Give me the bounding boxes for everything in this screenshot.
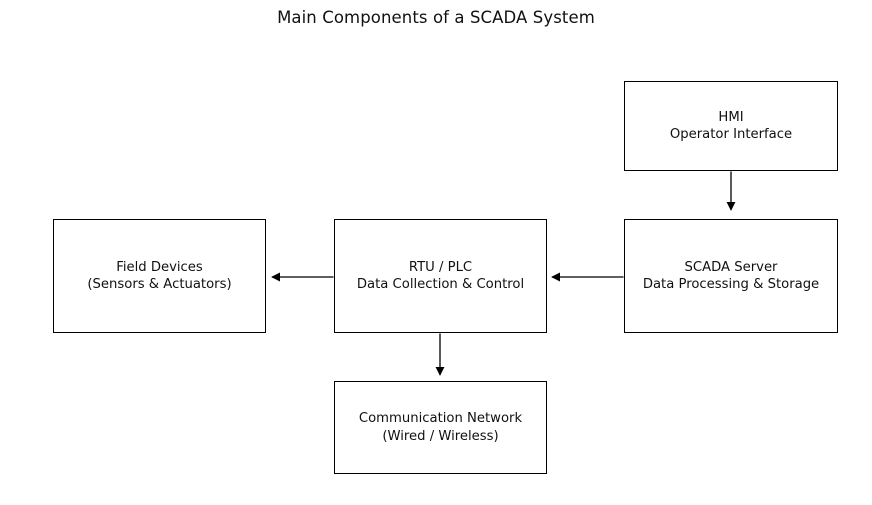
node-communication-network-line-2: (Wired / Wireless): [382, 428, 499, 444]
page-title: Main Components of a SCADA System: [277, 8, 595, 27]
node-scada-server-line-2: Data Processing & Storage: [642, 277, 820, 292]
node-field-devices[interactable]: Field Devices (Sensors & Actuators): [53, 219, 266, 333]
node-scada-server[interactable]: SCADA Server Data Processing & Storage: [624, 219, 838, 333]
node-rtu-plc-line-1: RTU / PLC: [408, 259, 473, 275]
node-field-devices-line-1: Field Devices: [116, 259, 203, 275]
node-hmi[interactable]: HMI Operator Interface: [624, 81, 838, 171]
node-rtu-plc-line-2: Data Collection & Control: [356, 277, 525, 292]
node-rtu-plc[interactable]: RTU / PLC Data Collection & Control: [334, 219, 547, 333]
node-hmi-line-2: Operator Interface: [669, 127, 793, 142]
node-communication-network-line-1: Communication Network: [358, 411, 523, 426]
node-scada-server-line-1: SCADA Server: [684, 259, 778, 275]
node-communication-network[interactable]: Communication Network (Wired / Wireless): [334, 381, 547, 474]
node-field-devices-line-2: (Sensors & Actuators): [87, 277, 232, 292]
node-hmi-line-1: HMI: [718, 109, 744, 125]
